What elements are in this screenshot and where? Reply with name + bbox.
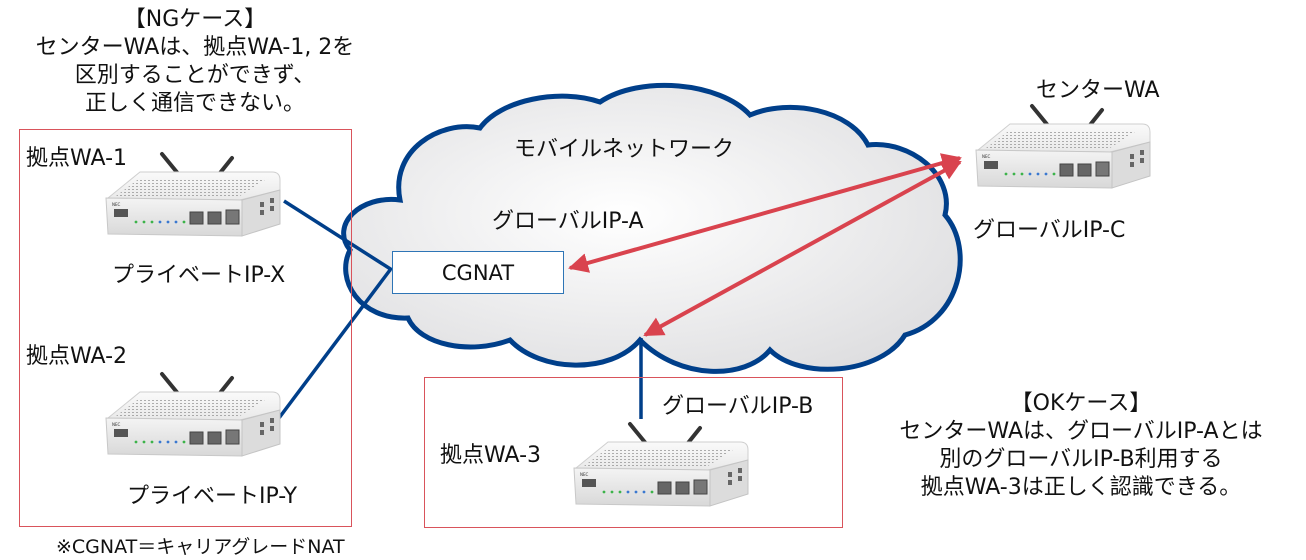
arrow-center-to-wa3 xyxy=(643,160,962,337)
footnote: ※CGNAT＝キャリアグレードNAT xyxy=(56,536,345,558)
wa2-name: 拠点WA-2 xyxy=(26,344,128,369)
router-icon xyxy=(572,422,750,508)
ng-case-line: 正しく通信できない。 xyxy=(84,91,305,116)
ng-case-title: 【NGケース】 xyxy=(123,7,267,32)
global-ip-a-label: グローバルIP-A xyxy=(492,209,644,234)
ng-case-line: センターWAは、拠点WA-1, 2を xyxy=(35,35,355,60)
wa1-name: 拠点WA-1 xyxy=(26,146,128,171)
ng-case-line: 区別することができず、 xyxy=(74,63,316,88)
link-wa1-cgnat xyxy=(283,199,393,272)
mobile-network-cloud xyxy=(341,82,963,374)
ok-case-title: 【OKケース】 xyxy=(1010,391,1152,416)
router-icon xyxy=(104,152,282,238)
ng-case-description: 【NGケース】 センターWAは、拠点WA-1, 2を 区別することができず、 正… xyxy=(0,6,390,118)
link-wa2-cgnat xyxy=(277,268,392,420)
cloud-label: モバイルネットワーク xyxy=(514,137,735,162)
wa1-ip: プライベートIP-X xyxy=(112,263,286,288)
ng-case-frame xyxy=(19,129,352,527)
ok-case-line: センターWAは、グローバルIP-Aとは xyxy=(899,419,1263,444)
ok-case-line: 別のグローバルIP-B利用する xyxy=(939,447,1223,472)
center-wa-name: センターWA xyxy=(1036,78,1160,103)
ok-case-description: 【OKケース】 センターWAは、グローバルIP-Aとは 別のグローバルIP-B利… xyxy=(856,390,1306,502)
ok-case-frame xyxy=(424,377,843,528)
ok-case-line: 拠点WA-3は正しく認識できる。 xyxy=(920,475,1242,500)
wa2-ip: プライベートIP-Y xyxy=(127,484,298,509)
router-icon xyxy=(104,372,282,458)
center-wa-ip: グローバルIP-C xyxy=(973,218,1126,243)
global-ip-b-label: グローバルIP-B xyxy=(662,394,814,419)
cgnat-label: CGNAT xyxy=(441,260,515,285)
cgnat-box: CGNAT xyxy=(392,251,564,294)
router-icon xyxy=(974,104,1152,190)
wa3-name: 拠点WA-3 xyxy=(440,443,542,468)
